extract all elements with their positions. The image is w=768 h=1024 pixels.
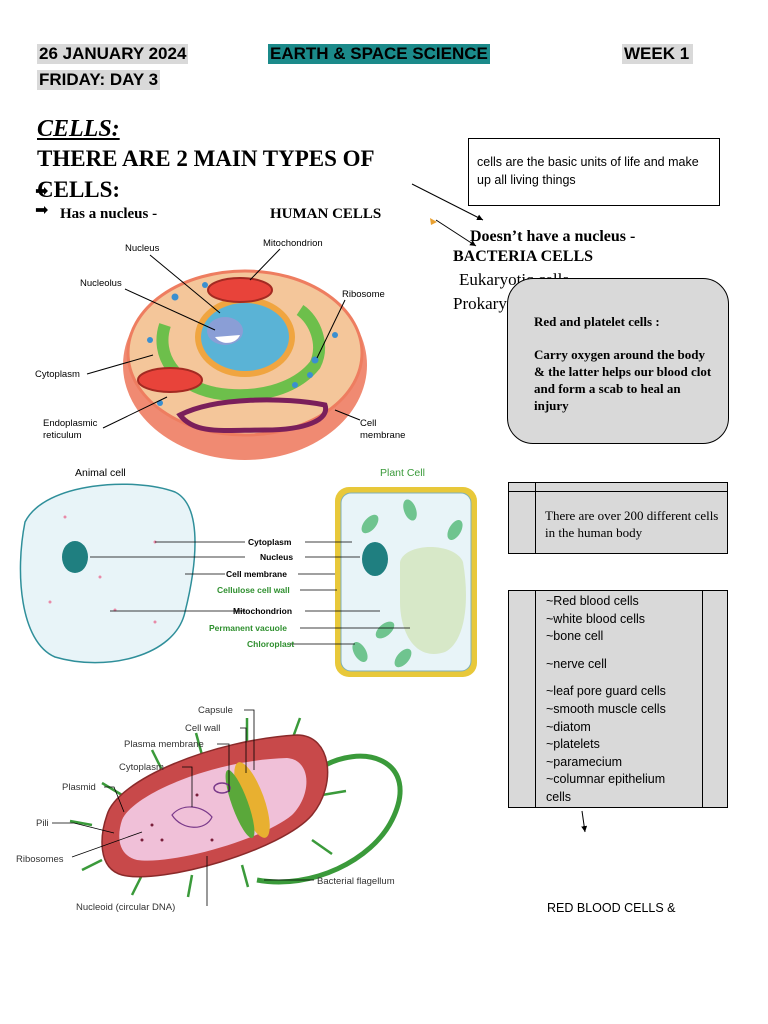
list-item: ~Red blood cells xyxy=(546,594,639,608)
bacteria-cells-label: BACTERIA CELLS xyxy=(453,248,594,265)
heading-line2: CELLS: xyxy=(37,177,121,202)
blood-box-body: Carry oxygen around the body & the latte… xyxy=(534,347,712,413)
human-cell-diagram: Nucleus Mitochondrion Nucleolus Ribosome… xyxy=(15,225,435,480)
membrane-label-line1: Cell xyxy=(360,418,376,429)
arrow-bullet-icon: ➡ xyxy=(35,183,49,200)
plasma-membrane-label: Plasma membrane xyxy=(124,739,204,750)
cell-count-box: There are over 200 different cells in th… xyxy=(508,482,728,554)
footer-text: RED BLOOD CELLS & xyxy=(547,901,676,915)
animal-cell-title: Animal cell xyxy=(75,467,126,479)
cell-wall-label: Cell wall xyxy=(185,723,220,734)
list-item: ~paramecium xyxy=(546,754,623,769)
heading-line1: THERE ARE 2 MAIN TYPES OF xyxy=(37,146,375,171)
capsule-label: Capsule xyxy=(198,705,233,716)
blood-cells-box: Red and platelet cells : Carry oxygen ar… xyxy=(507,278,729,444)
date-header: 26 JANUARY 2024 xyxy=(37,44,189,64)
mitochondrion-label: Mitochondrion xyxy=(233,606,292,616)
er-label-line2: reticulum xyxy=(43,430,82,441)
list-item: ~diatom xyxy=(546,719,591,734)
human-cells-label: HUMAN CELLS xyxy=(270,206,382,222)
no-nucleus-label: Doesn’t have a nucleus - xyxy=(470,228,636,245)
list-item: ~leaf pore guard cells xyxy=(546,684,666,699)
day-header: FRIDAY: DAY 3 xyxy=(37,70,161,90)
list-item: ~platelets xyxy=(546,737,600,752)
list-item: ~columnar epithelium cells xyxy=(546,772,666,804)
flagellum-label: Bacterial flagellum xyxy=(317,876,395,887)
ribosome-label: Ribosome xyxy=(342,289,385,300)
arrow-bullet-icon: ➡ xyxy=(35,202,49,219)
nucleoid-label: Nucleoid (circular DNA) xyxy=(76,902,175,913)
mitochondrion-label: Mitochondrion xyxy=(263,238,323,249)
nucleolus-label: Nucleolus xyxy=(80,278,122,289)
nucleus-label: Nucleus xyxy=(260,552,293,562)
cells-title: CELLS: xyxy=(37,116,120,142)
plant-cell-title: Plant Cell xyxy=(380,467,425,479)
cell-list-box: ~Red blood cells ~white blood cells ~bon… xyxy=(508,590,728,808)
list-item: ~nerve cell xyxy=(546,656,607,671)
ribosomes-label: Ribosomes xyxy=(16,854,64,865)
cytoplasm-label: Cytoplasm xyxy=(35,369,80,380)
pili-label: Pili xyxy=(36,818,49,829)
cell-count-text: There are over 200 different cells in th… xyxy=(545,508,719,540)
week-header: WEEK 1 xyxy=(622,44,694,64)
cellulose-wall-label: Cellulose cell wall xyxy=(217,585,290,595)
cytoplasm-label: Cytoplasm xyxy=(248,537,292,547)
vacuole-label: Permanent vacuole xyxy=(209,623,287,633)
definition-box: cells are the basic units of life and ma… xyxy=(468,138,720,206)
chloroplast-label: Chloroplast xyxy=(247,639,294,649)
blood-box-title: Red and platelet cells : xyxy=(534,314,660,329)
plasmid-label: Plasmid xyxy=(62,782,96,793)
cytoplasm-label: Cytoplasm xyxy=(119,762,164,773)
has-nucleus-label: Has a nucleus - xyxy=(60,206,158,222)
list-item: ~smooth muscle cells xyxy=(546,701,666,716)
membrane-label-line2: membrane xyxy=(360,430,405,441)
definition-text: cells are the basic units of life and ma… xyxy=(477,155,699,187)
er-label-line1: Endoplasmic xyxy=(43,418,98,429)
nucleus-label: Nucleus xyxy=(125,243,160,254)
bacteria-diagram: Capsule Cell wall Plasma membrane Cytopl… xyxy=(16,705,403,913)
cell-membrane-label: Cell membrane xyxy=(226,569,287,579)
list-item: ~bone cell xyxy=(546,629,604,644)
list-item: ~white blood cells xyxy=(546,611,646,626)
subject-header: EARTH & SPACE SCIENCE xyxy=(268,44,490,64)
animal-plant-diagram: Animal cell Plant Cell Cytoplasm Nucleus… xyxy=(19,467,477,677)
